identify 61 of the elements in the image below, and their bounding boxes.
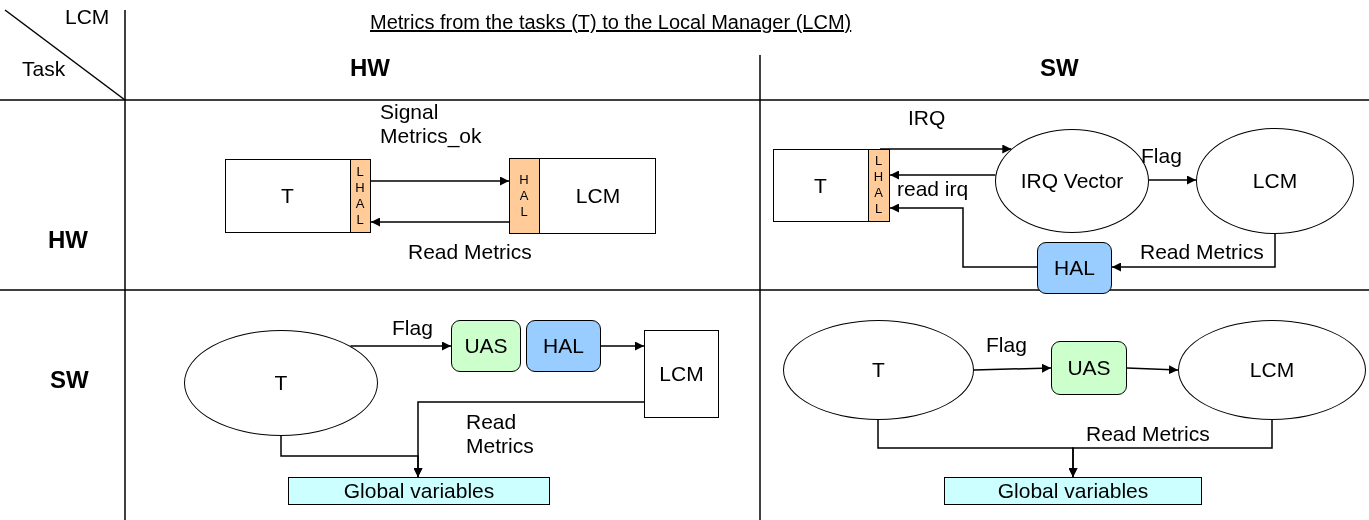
node-label: L H A L (355, 163, 365, 228)
arrow (280, 435, 423, 478)
node-label: T (872, 358, 885, 382)
header-label: LCM (65, 5, 110, 29)
arrow (1148, 175, 1197, 185)
arrow (973, 363, 1052, 373)
node-label: L H A L (873, 153, 884, 217)
edge-label: Read Metrics (408, 240, 533, 264)
arrow (349, 341, 452, 351)
node-label: LCM (659, 362, 704, 386)
edge-label: read irq (897, 177, 970, 201)
edge-label: Signal Metrics_ok (380, 100, 483, 148)
hal-strip (349, 158, 371, 233)
arrow (370, 176, 510, 186)
node-label: Global variables (343, 479, 495, 503)
rounded-box (1051, 341, 1127, 395)
node-label: LCM (575, 184, 621, 208)
column-label: HW (350, 56, 390, 80)
node-label: H A L (519, 171, 529, 220)
arrow (370, 217, 510, 227)
node-label: HAL (543, 334, 584, 358)
row-label: HW (48, 228, 88, 252)
arrow (600, 341, 645, 351)
edge-label: Read Metrics (1140, 240, 1265, 264)
hal-strip (867, 148, 890, 222)
process-box (225, 159, 371, 233)
edge-label: Flag (392, 316, 434, 340)
node-label: T (814, 173, 827, 198)
node-label: LCM (1249, 358, 1295, 382)
arrow (889, 170, 997, 180)
arrow (1126, 365, 1179, 375)
arrow (1068, 419, 1273, 478)
edge-label: Flag (986, 333, 1028, 357)
node-label: T (281, 184, 294, 208)
edge-label: Flag (1141, 144, 1183, 168)
node-label: UAS (1067, 356, 1111, 380)
node-label: Global variables (997, 479, 1149, 503)
node-label: UAS (464, 334, 508, 358)
edge-label: IRQ (908, 106, 947, 130)
process-box (509, 158, 656, 234)
rounded-box (451, 320, 521, 372)
node-label: T (274, 371, 288, 395)
arrow (889, 203, 1038, 268)
variable-bar (944, 477, 1202, 505)
variable-bar (288, 477, 550, 505)
header-label: Task (22, 57, 66, 81)
rounded-box (1037, 242, 1112, 294)
process-box (644, 330, 719, 418)
rounded-box (526, 320, 601, 372)
row-label: SW (50, 368, 89, 392)
column-label: SW (1040, 56, 1079, 80)
node-label: IRQ Vector (1020, 169, 1124, 193)
process-box (773, 149, 890, 222)
node-label: HAL (1054, 256, 1095, 280)
title-text: Metrics from the tasks (T) to the Local Manager (LCM) (370, 10, 852, 34)
arrow (879, 144, 1013, 154)
node-label: LCM (1252, 169, 1298, 193)
edge-label: Read Metrics (1086, 422, 1211, 446)
edge-label: Read Metrics (466, 410, 535, 458)
arrow (1111, 233, 1276, 272)
hal-strip (508, 157, 540, 234)
